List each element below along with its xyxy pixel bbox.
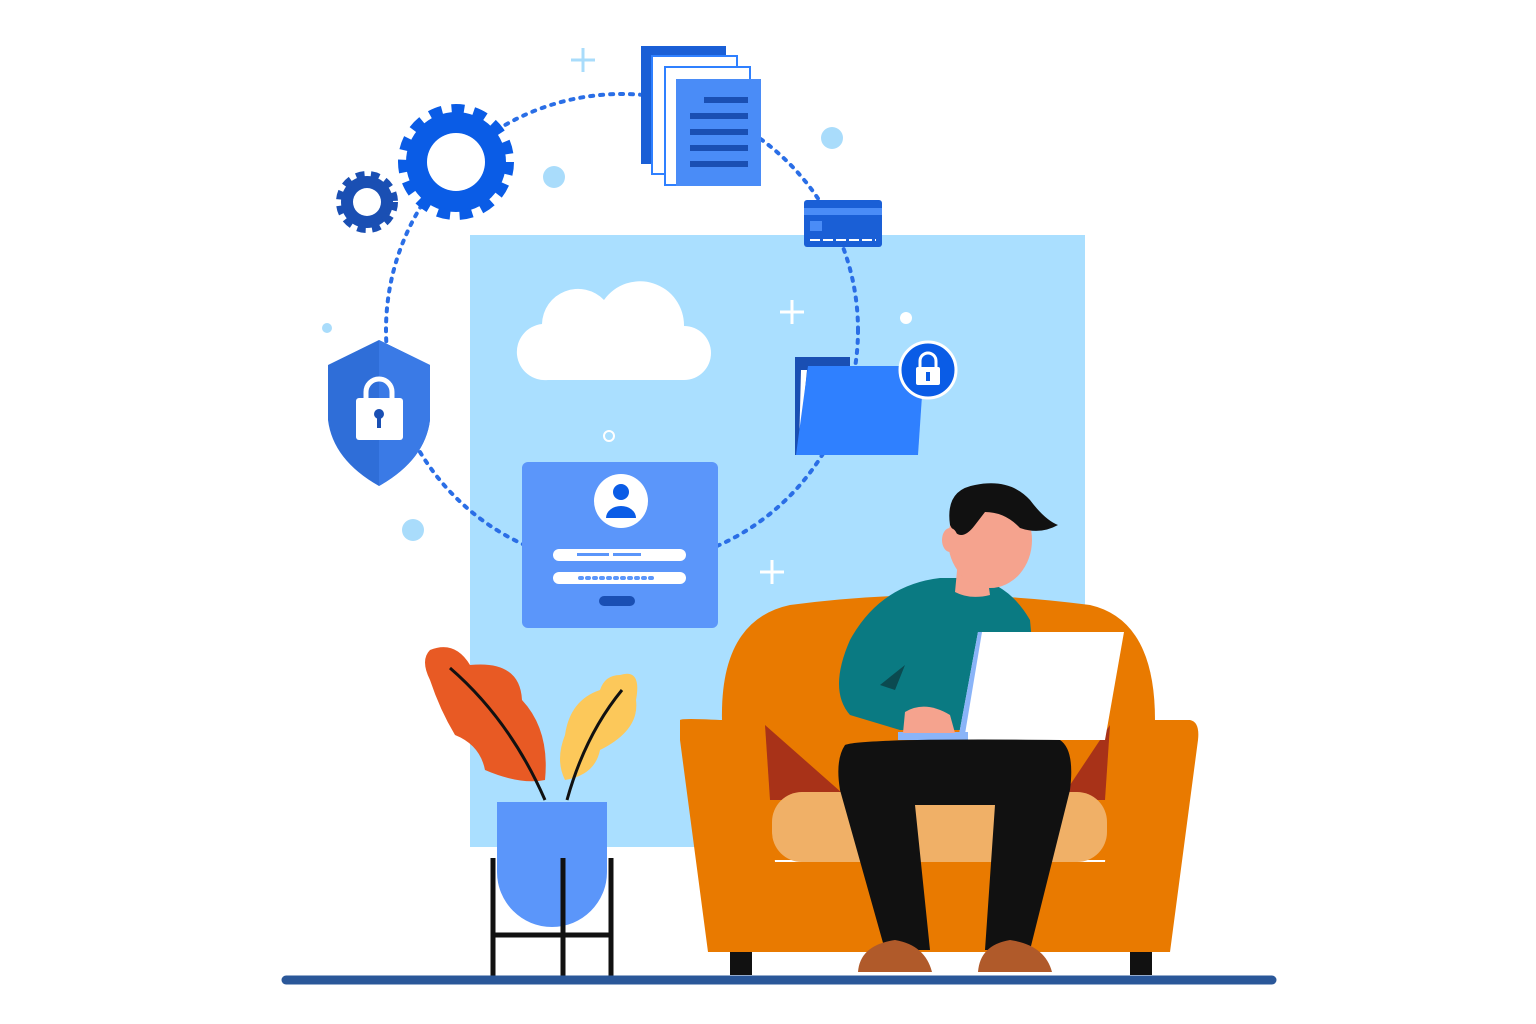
- cloud-icon: [516, 281, 711, 381]
- decorative-dots: [322, 127, 912, 541]
- plus-icon: [571, 48, 595, 72]
- person: [838, 483, 1124, 972]
- login-card-icon: [522, 462, 718, 628]
- gear-icon: [336, 171, 398, 233]
- plant-icon: [425, 647, 638, 976]
- folder-lock-icon: [795, 340, 958, 455]
- documents-icon: [641, 46, 761, 186]
- shield-lock-icon: [328, 340, 430, 486]
- user-icon: [594, 474, 648, 528]
- plus-icon: [760, 300, 804, 584]
- gear-icon: [398, 104, 514, 220]
- credit-card-icon: [804, 200, 882, 247]
- ring-dot: [603, 430, 615, 442]
- laptop-icon: [898, 632, 1124, 740]
